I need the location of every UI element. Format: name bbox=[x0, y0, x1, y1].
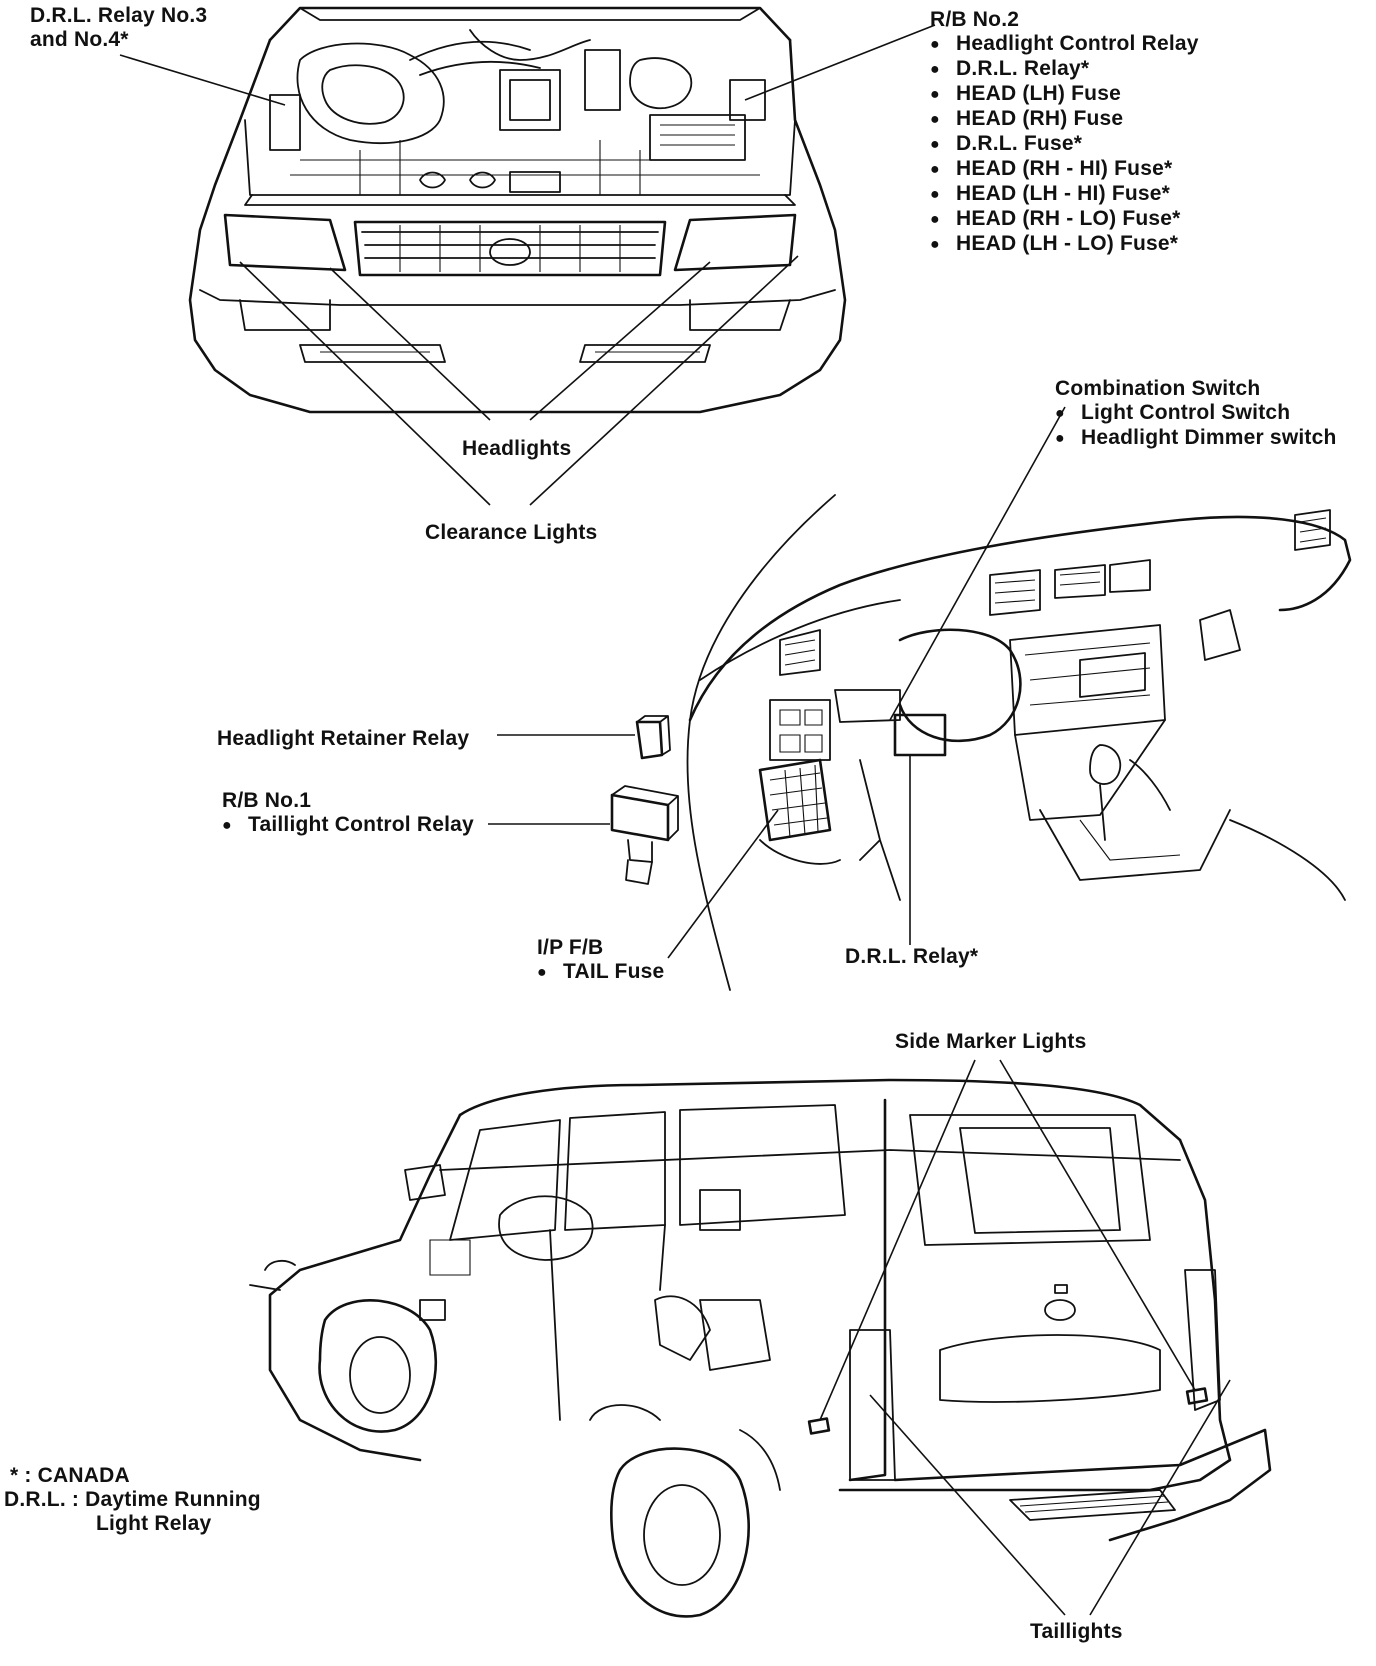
drl-relay-label: D.R.L. Relay* bbox=[845, 945, 979, 968]
headlight-retainer-relay-drawing bbox=[635, 715, 671, 760]
rb-no2-item: HEAD (LH) Fuse bbox=[930, 82, 1199, 107]
rb-no1-title: R/B No.1 bbox=[222, 789, 312, 812]
combination-switch-callout: Combination Switch Light Control Switch … bbox=[1055, 377, 1336, 451]
taillight-control-relay-drawing bbox=[610, 785, 679, 885]
clearance-lights-label: Clearance Lights bbox=[425, 521, 598, 544]
drl-relay-3-4-line2: and No.4* bbox=[30, 28, 129, 51]
rear-vehicle-illustration bbox=[249, 1078, 1272, 1618]
rb-no2-item: HEAD (LH - LO) Fuse* bbox=[930, 232, 1199, 257]
legend-drl-cont: Light Relay bbox=[96, 1512, 212, 1535]
combination-switch-item: Light Control Switch bbox=[1055, 401, 1336, 426]
drl-relay-3-4-line1: D.R.L. Relay No.3 bbox=[30, 4, 208, 27]
rb-no2-item: HEAD (RH - LO) Fuse* bbox=[930, 207, 1199, 232]
combination-switch-title: Combination Switch bbox=[1055, 377, 1261, 400]
rb-no2-item: HEAD (LH - HI) Fuse* bbox=[930, 182, 1199, 207]
ip-fb-title: I/P F/B bbox=[537, 936, 604, 959]
rb-no2-item: D.R.L. Fuse* bbox=[930, 132, 1199, 157]
rb-no1-item: Taillight Control Relay bbox=[222, 813, 474, 838]
ip-fb-item: TAIL Fuse bbox=[537, 960, 664, 985]
rb-no2-callout: R/B No.2 Headlight Control Relay D.R.L. … bbox=[930, 8, 1199, 257]
drl-relay-3-4-callout: D.R.L. Relay No.3 and No.4* bbox=[30, 4, 207, 52]
headlights-label: Headlights bbox=[462, 437, 572, 460]
rb-no2-item: HEAD (RH) Fuse bbox=[930, 107, 1199, 132]
dashboard-illustration bbox=[686, 494, 1352, 991]
rb-no2-title: R/B No.2 bbox=[930, 8, 1020, 31]
combination-switch-item: Headlight Dimmer switch bbox=[1055, 426, 1336, 451]
rb-no2-item: Headlight Control Relay bbox=[930, 32, 1199, 57]
taillights-label: Taillights bbox=[1030, 1620, 1123, 1643]
front-vehicle-illustration bbox=[188, 6, 847, 414]
rb-no1-callout: R/B No.1 Taillight Control Relay bbox=[222, 789, 474, 838]
rb-no2-item: D.R.L. Relay* bbox=[930, 57, 1199, 82]
legend-canada: * : CANADA bbox=[10, 1464, 130, 1487]
ip-fb-callout: I/P F/B TAIL Fuse bbox=[537, 936, 664, 985]
headlight-retainer-relay-label: Headlight Retainer Relay bbox=[217, 727, 470, 750]
side-marker-lights-label: Side Marker Lights bbox=[895, 1030, 1087, 1053]
rb-no2-item: HEAD (RH - HI) Fuse* bbox=[930, 157, 1199, 182]
leader-lines bbox=[119, 24, 1231, 1616]
legend: * : CANADA D.R.L. : Daytime Running Ligh… bbox=[4, 1464, 261, 1536]
legend-drl: D.R.L. : Daytime Running bbox=[4, 1488, 261, 1511]
